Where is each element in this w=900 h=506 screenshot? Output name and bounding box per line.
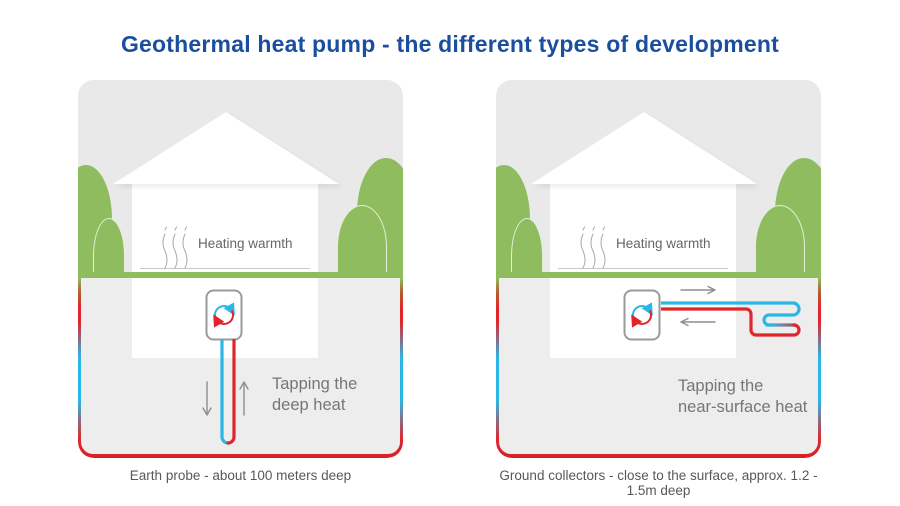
up-arrow-icon	[239, 381, 249, 416]
tapping-label: Tapping the deep heat	[272, 375, 358, 414]
collector-pipes-icon	[661, 285, 801, 337]
heat-pump-unit	[623, 289, 661, 341]
probe-pipes-icon	[202, 339, 249, 445]
bush-icon	[93, 218, 125, 281]
bush-icon	[755, 205, 805, 281]
panel-earth-probe: Heating warmth	[78, 80, 403, 458]
heating-warmth-label: Heating warmth	[198, 236, 293, 251]
page-title: Geothermal heat pump - the different typ…	[120, 31, 780, 57]
house-body	[550, 182, 736, 272]
cycle-arrows-icon	[213, 302, 235, 328]
panel-caption: Ground collectors - close to the surface…	[499, 468, 818, 498]
tapping-label: Tapping the near-surface heat	[678, 377, 808, 416]
heat-waves-icon	[580, 226, 606, 269]
heat-pump-unit	[205, 289, 243, 341]
floor-line	[140, 268, 310, 269]
panel-caption: Earth probe - about 100 meters deep	[129, 468, 352, 483]
down-arrow-icon	[202, 381, 212, 416]
roof-icon	[113, 112, 339, 184]
heating-warmth-label: Heating warmth	[616, 236, 711, 251]
floor-line	[558, 268, 728, 269]
house-body	[132, 182, 318, 272]
panel-ground-collectors: Heating warmth	[496, 80, 821, 458]
right-arrow-icon	[680, 285, 716, 295]
heat-waves-icon	[162, 226, 188, 269]
cycle-arrows-icon	[631, 302, 653, 328]
bush-icon	[337, 205, 387, 281]
left-arrow-icon	[680, 317, 716, 327]
bush-icon	[511, 218, 543, 281]
roof-icon	[531, 112, 757, 184]
